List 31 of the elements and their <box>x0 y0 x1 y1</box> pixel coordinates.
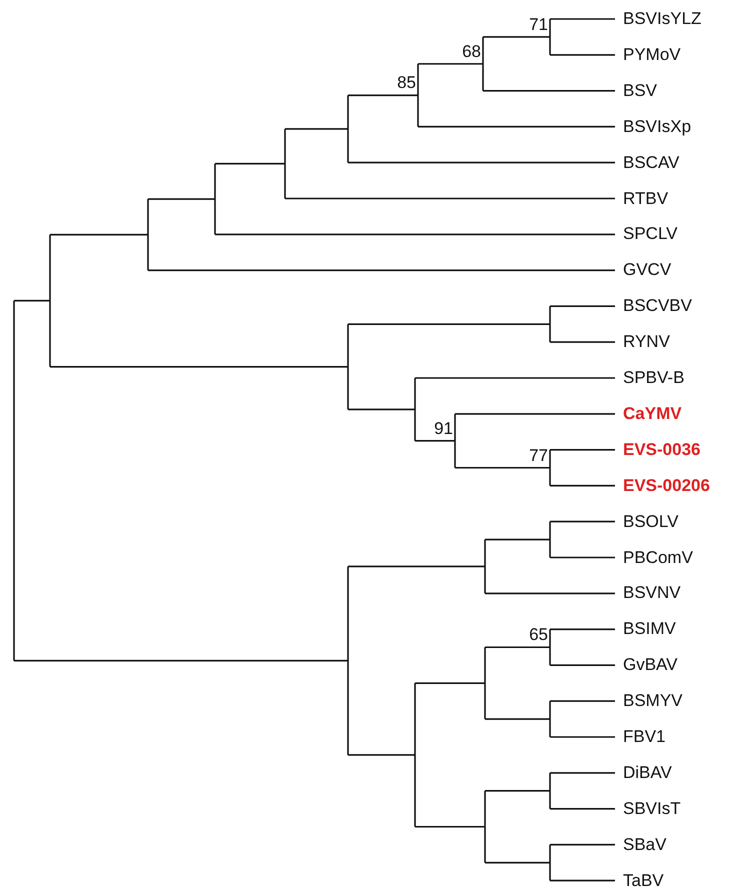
taxon-label: SPCLV <box>623 224 678 244</box>
bootstrap-value: 68 <box>462 42 481 62</box>
taxon-label: SBaV <box>623 834 666 855</box>
taxon-label: CaYMV <box>623 404 682 424</box>
taxon-label: BSMYV <box>623 691 683 712</box>
taxon-label: BSV <box>623 80 658 101</box>
taxon-label: GvBAV <box>623 655 678 676</box>
taxon-label: FBV1 <box>623 727 666 747</box>
taxon-label: DiBAV <box>623 762 672 783</box>
taxon-label: EVS-0036 <box>623 440 700 460</box>
taxon-label: EVS-00206 <box>623 476 710 496</box>
bootstrap-value: 71 <box>529 14 548 35</box>
taxon-label: BSVIsYLZ <box>623 9 702 29</box>
taxon-label: SPBV-B <box>623 368 684 388</box>
taxon-label: TaBV <box>623 870 664 891</box>
taxon-label: PYMoV <box>623 44 681 65</box>
taxon-label: BSCAV <box>623 152 680 173</box>
bootstrap-value: 77 <box>529 446 548 466</box>
taxon-label: PBComV <box>623 548 693 568</box>
taxon-label: BSVIsXp <box>623 116 692 137</box>
taxon-label: RTBV <box>623 188 668 208</box>
taxon-label: BSIMV <box>623 619 676 640</box>
bootstrap-value: 85 <box>397 73 416 94</box>
bootstrap-value: 65 <box>529 625 548 646</box>
taxon-label: GVCV <box>623 260 672 280</box>
bootstrap-value: 91 <box>434 418 453 439</box>
taxon-label: BSCVBV <box>623 296 692 316</box>
taxon-label: BSVNV <box>623 583 681 604</box>
taxon-label: BSOLV <box>623 512 678 532</box>
taxon-label: SBVIsT <box>623 798 681 819</box>
taxon-label: RYNV <box>623 332 670 352</box>
